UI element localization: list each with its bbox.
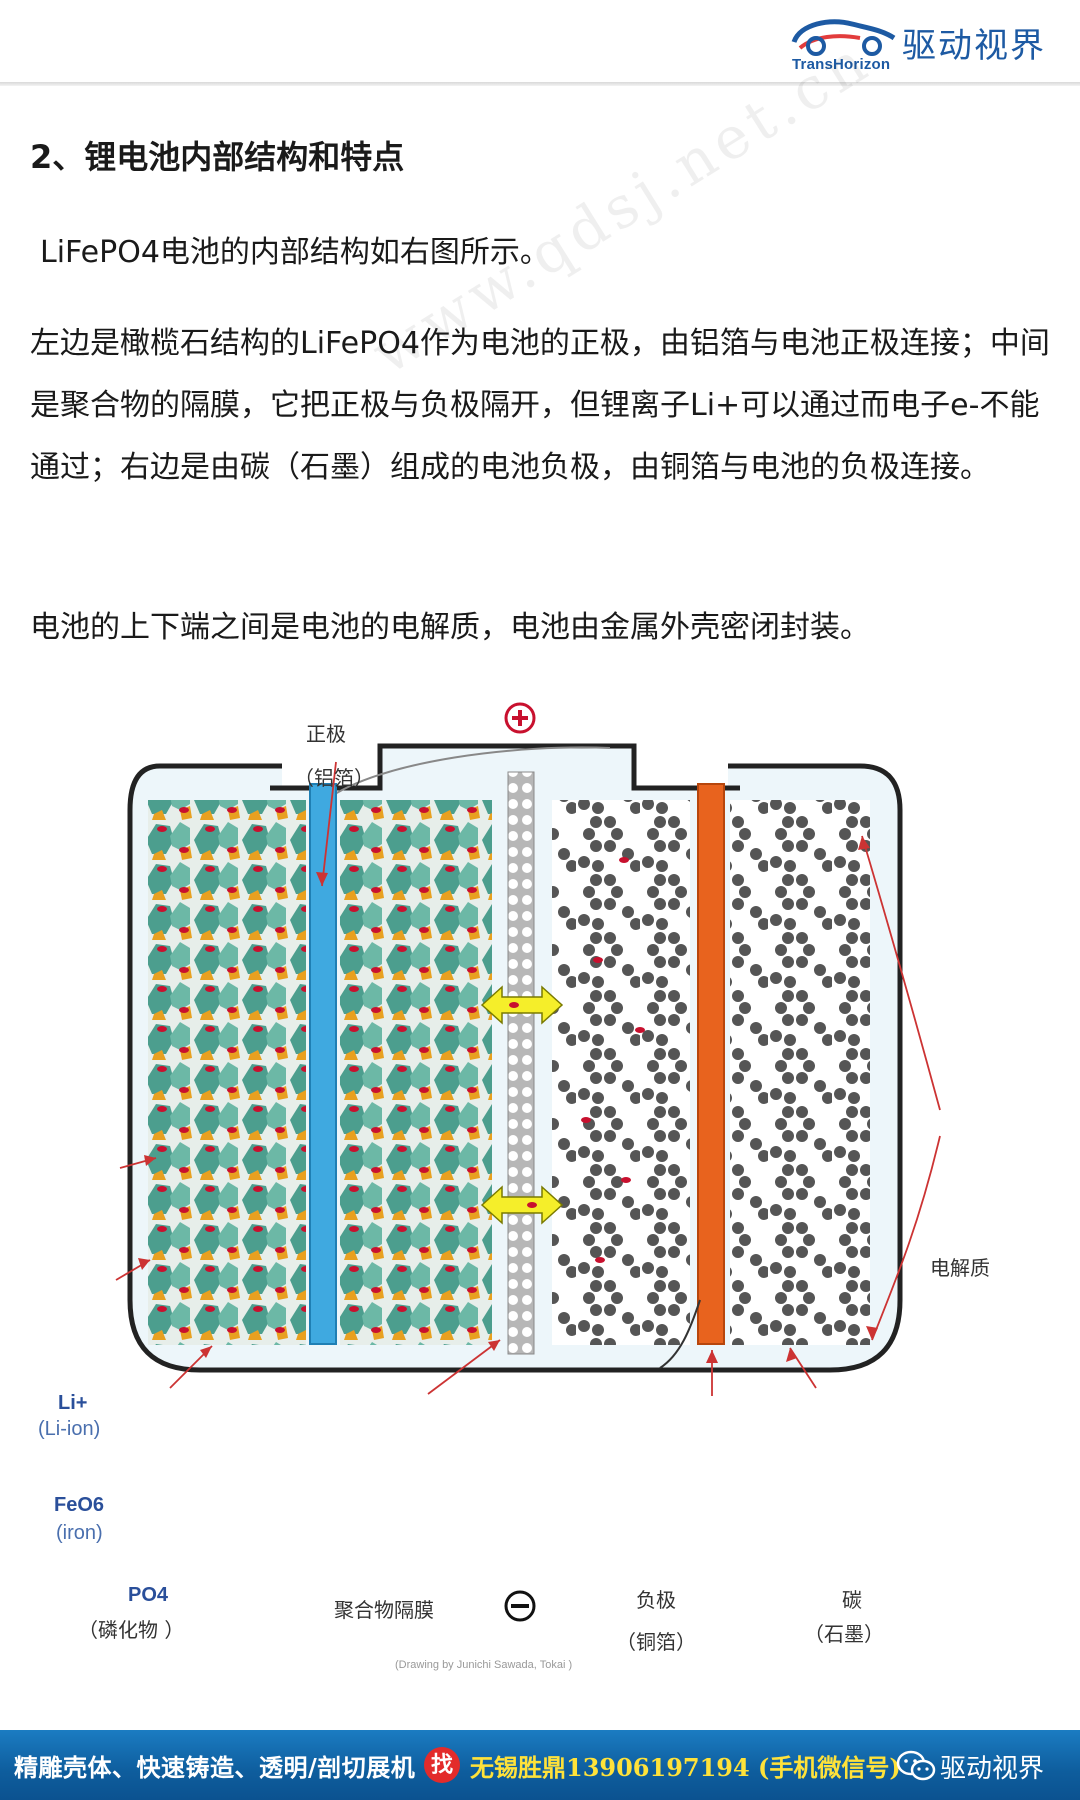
label-electrolyte: 电解质 [930,1256,990,1280]
label-feo6: FeO6 [54,1494,105,1516]
copper-foil-collector [697,783,725,1345]
paragraph-structure: 左边是橄榄石结构的LiFePO4作为电池的正极，由铝箔与电池正极连接；中间是聚合… [30,326,1050,485]
label-carbon-sub: （石墨） [804,1622,884,1646]
brand-subtitle: TransHorizon [792,56,891,73]
wechat-icon [896,1750,936,1781]
label-negative-sub: （铜箔） [616,1630,696,1654]
footer-service-text: 精雕壳体、快速铸造、透明/剖切展机 [14,1753,416,1782]
header: TransHorizon 驱动视界 [0,0,1080,86]
positive-terminal [270,743,740,791]
brand-name: 驱动视界 [902,26,1046,66]
li-ion-transfer-arrows [480,985,564,1225]
battery-casing [127,763,903,1373]
anode-graphite-right [730,800,870,1345]
label-po4-sub: （磷化物 ） [78,1618,185,1642]
footer-badge: 找 [424,1747,460,1783]
section-title: 2、锂电池内部结构和特点 [30,138,405,176]
battery-diagram-svg [115,702,941,1622]
cathode-lifepo4-crystal-inner [340,800,492,1345]
brand-logo[interactable]: TransHorizon 驱动视界 [790,14,1060,74]
negative-sign-icon [504,1590,536,1622]
battery-structure-diagram: 正极 （铝箔） 电解质 Li+ (Li-ion) FeO6 (iron) PO4… [0,700,1080,1700]
footer-contact-text: 无锡胜鼎13906197194 (手机微信号) [470,1753,901,1782]
diagram-credit: (Drawing by Junichi Sawada, Tokai ) [395,1659,573,1671]
cathode-lifepo4-crystal [148,800,306,1345]
label-positive: 正极 [306,722,346,746]
label-po4: PO4 [128,1584,169,1606]
label-negative: 负极 [636,1588,676,1612]
footer-account-name: 驱动视界 [940,1754,1045,1784]
paragraph-electrolyte: 电池的上下端之间是电池的电解质，电池由金属外壳密闭封装。 [30,610,870,645]
aluminium-foil-collector [309,783,337,1345]
footer-banner[interactable]: 精雕壳体、快速铸造、透明/剖切展机 找 无锡胜鼎13906197194 (手机微… [0,1730,1080,1800]
label-feo6-sub: (iron) [56,1522,103,1544]
label-li-ion-sub: (Li-ion) [38,1418,101,1440]
positive-sign-icon [504,702,536,734]
header-divider [0,82,1080,86]
polymer-separator [507,771,535,1355]
label-li-ion: Li+ [58,1392,88,1414]
label-separator: 聚合物隔膜 [334,1598,434,1622]
anode-graphite-left [552,800,690,1345]
paragraph-intro: LiFePO4电池的内部结构如右图所示。 [40,235,550,270]
car-swirl-logo-icon [791,19,896,56]
label-carbon: 碳 [842,1588,862,1612]
label-positive-sub: （铝箔） [294,766,374,790]
